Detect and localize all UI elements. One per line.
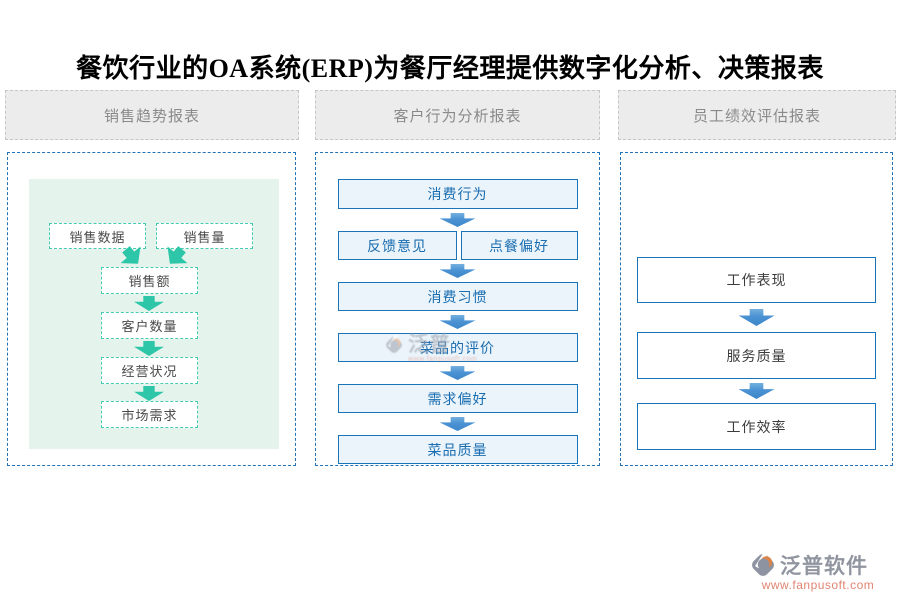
flow-node-service-quality: 服务质量: [637, 332, 876, 379]
flow-node-customer-count: 客户数量: [101, 312, 198, 339]
sales-trend-panel: 销售数据 销售量 销售额 客户数量 经营状况 市场需求: [7, 152, 296, 466]
arrow-down-icon: [738, 309, 775, 326]
column-header-employee-performance: 员工绩效评估报表: [618, 90, 896, 140]
flow-node-work-efficiency: 工作效率: [637, 403, 876, 450]
brand-logo: 泛普软件 www.fanpusoft.com: [748, 550, 888, 592]
flow-node-work-performance: 工作表现: [637, 257, 876, 303]
arrow-down-icon: [439, 264, 476, 278]
flow-node-ordering-preference: 点餐偏好: [460, 231, 578, 260]
employee-performance-panel: 工作表现 服务质量 工作效率: [620, 152, 893, 466]
flow-node-business-status: 经营状况: [101, 357, 198, 384]
arrow-down-icon: [134, 341, 164, 356]
flow-node-sales-data: 销售数据: [49, 223, 146, 249]
flow-node-demand-preference: 需求偏好: [337, 384, 578, 413]
employee-performance-flow: 工作表现 服务质量 工作效率: [621, 153, 892, 465]
sales-trend-flow-background: 销售数据 销售量 销售额 客户数量 经营状况 市场需求: [29, 179, 279, 449]
flow-node-feedback: 反馈意见: [337, 231, 457, 260]
flow-node-sales-amount: 销售额: [101, 267, 198, 294]
branch-row: 反馈意见 点餐偏好: [337, 231, 578, 260]
customer-behavior-panel: 消费行为 反馈意见 点餐偏好 消费习惯 菜品的评价 需求偏好 菜品质量: [315, 152, 600, 466]
flow-node-dish-quality: 菜品质量: [337, 435, 578, 464]
fanpu-logo-icon: [752, 550, 774, 576]
flow-node-dish-evaluation: 菜品的评价: [337, 333, 578, 362]
customer-behavior-flow: 消费行为 反馈意见 点餐偏好 消费习惯 菜品的评价 需求偏好 菜品质量: [316, 153, 599, 465]
arrow-down-icon: [439, 366, 476, 380]
brand-logo-row: 泛普软件: [748, 550, 888, 580]
flow-node-sales-volume: 销售量: [156, 223, 253, 249]
column-header-customer-behavior: 客户行为分析报表: [315, 90, 600, 140]
brand-name: 泛普软件: [780, 555, 868, 578]
flow-node-consumption-behavior: 消费行为: [337, 179, 578, 209]
arrow-down-icon: [439, 315, 476, 329]
brand-url: www.fanpusoft.com: [761, 578, 875, 592]
flow-node-consumption-habits: 消费习惯: [337, 282, 578, 311]
column-header-sales-trend: 销售趋势报表: [5, 90, 299, 140]
arrow-down-icon: [134, 296, 164, 311]
arrow-down-icon: [439, 417, 476, 431]
arrow-down-icon: [439, 213, 476, 227]
arrow-down-icon: [738, 383, 775, 399]
page-title: 餐饮行业的OA系统(ERP)为餐厅经理提供数字化分析、决策报表: [76, 54, 824, 83]
arrow-down-icon: [134, 386, 164, 401]
flow-node-market-demand: 市场需求: [101, 401, 198, 428]
